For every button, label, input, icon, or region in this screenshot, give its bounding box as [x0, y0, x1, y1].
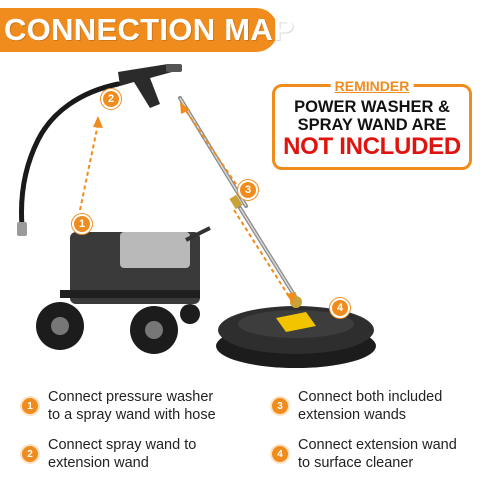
reminder-line-2: SPRAY WAND ARE [297, 116, 447, 134]
reminder-alert: NOT INCLUDED [283, 133, 461, 160]
reminder-label: REMINDER [330, 78, 414, 94]
arrow-head-2 [180, 102, 190, 114]
legend-step-2: 2 Connect spray wand to extension wand [22, 436, 196, 472]
legend-text-1-line2: to a spray wand with hose [48, 407, 216, 423]
legend-badge-3: 3 [272, 398, 288, 414]
legend-step-4: 4 Connect extension wand to surface clea… [272, 436, 457, 472]
spray-gun-illustration [118, 64, 182, 108]
legend-text-2-line1: Connect spray wand to [48, 437, 197, 453]
step-badge-3: 3 [238, 180, 258, 200]
hose-illustration [17, 81, 121, 236]
legend-text-4: Connect extension wand to surface cleane… [298, 436, 457, 472]
legend-step-1: 1 Connect pressure washer to a spray wan… [22, 388, 216, 424]
legend-text-1-line1: Connect pressure washer [48, 389, 214, 405]
legend-text-4-line2: to surface cleaner [298, 455, 414, 471]
connection-arrows [79, 107, 291, 299]
reminder-line-1: POWER WASHER & [294, 98, 450, 116]
legend-text-3-line1: Connect both included [298, 389, 443, 405]
page-title: CONNECTION MAP [4, 12, 295, 47]
pressure-washer-illustration [36, 226, 211, 354]
legend-badge-2: 2 [22, 446, 38, 462]
title-banner: CONNECTION MAP [0, 8, 294, 52]
step-badge-2: 2 [101, 89, 121, 109]
reminder-box: REMINDER POWER WASHER & SPRAY WAND ARE N… [272, 78, 472, 170]
surface-cleaner-illustration [216, 296, 376, 368]
extension-wands-illustration [178, 96, 298, 300]
legend-step-3: 3 Connect both included extension wands [272, 388, 442, 424]
legend-text-2-line2: extension wand [48, 455, 149, 471]
step-badge-4: 4 [330, 298, 350, 318]
arrow-head-1 [93, 116, 103, 128]
step-badge-1: 1 [72, 214, 92, 234]
legend-text-1: Connect pressure washer to a spray wand … [48, 388, 216, 424]
legend-text-3: Connect both included extension wands [298, 388, 442, 424]
legend-text-3-line2: extension wands [298, 407, 407, 423]
legend-text-2: Connect spray wand to extension wand [48, 436, 196, 472]
arrow-head-3 [286, 292, 296, 304]
legend-text-4-line1: Connect extension wand [298, 437, 457, 453]
legend-badge-1: 1 [22, 398, 38, 414]
legend-badge-4: 4 [272, 446, 288, 462]
